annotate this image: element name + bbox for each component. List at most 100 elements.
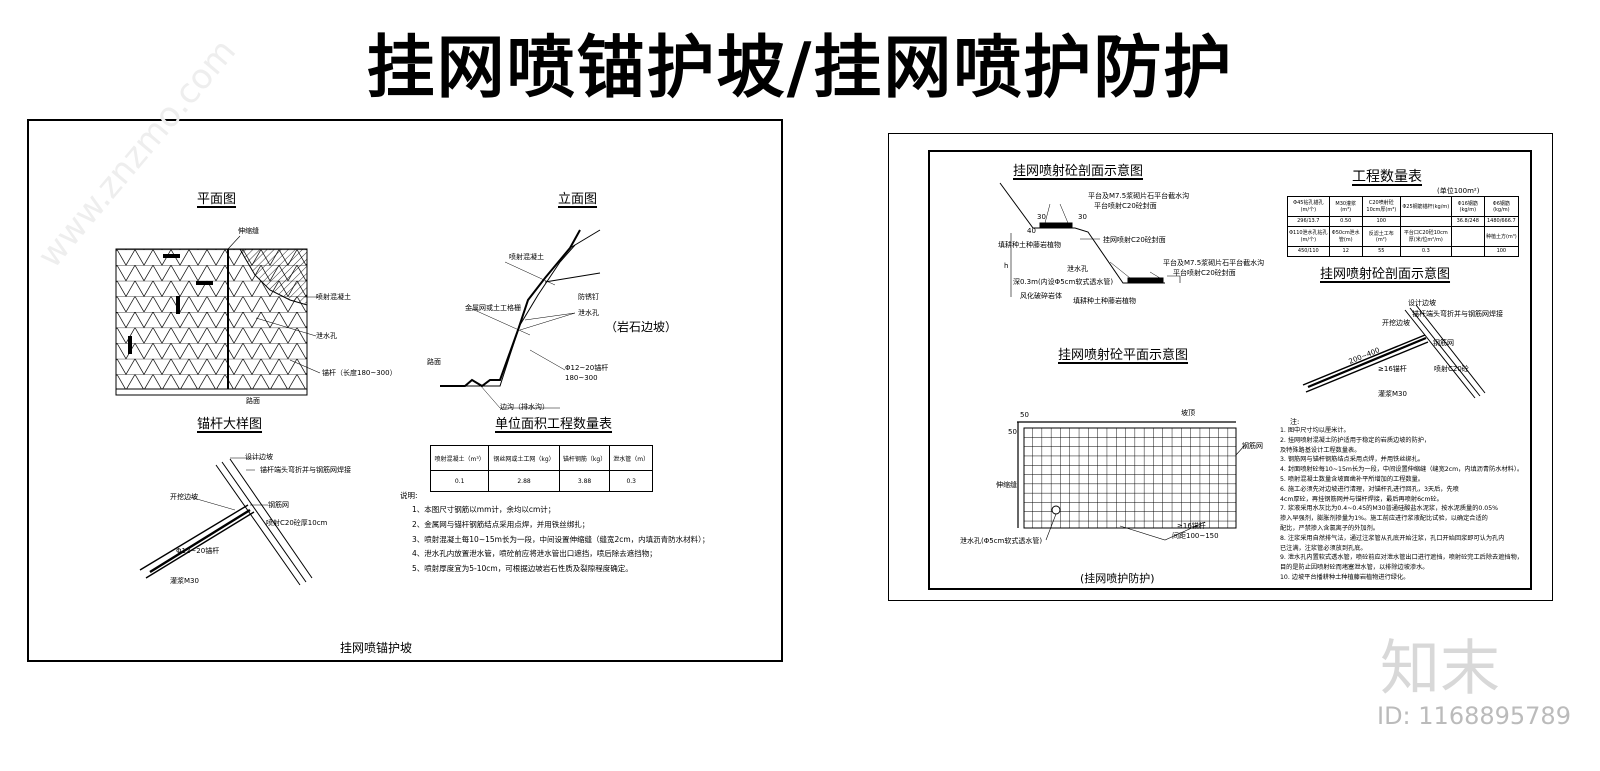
note-item: 目的是防止因喷射砼而堵塞泄水管，以排除边坡渗水。 — [1280, 564, 1429, 572]
left-caption: 挂网喷锚护坡 — [340, 641, 413, 655]
table-cell: 36.8/248 — [1450, 215, 1485, 228]
section-label-seal1: 平台喷射C20砼封面 — [1094, 202, 1157, 210]
anchor-label-bend: 锚杆端头弯折并与钢筋网焊接 — [260, 466, 351, 474]
elev-label-shotcrete: 喷射混凝土 — [509, 253, 544, 261]
elev-label-drain: 泄水孔 — [578, 309, 599, 317]
watermark-logo: 知末 — [1380, 634, 1500, 704]
elev-label-mesh: 金属网或土工格栅 — [465, 304, 521, 312]
table-cell: 450/110 — [1287, 245, 1330, 258]
left-notes-title: 说明: — [400, 491, 418, 500]
table-cell: Φ110泄水孔钻孔(m/个) — [1287, 225, 1330, 247]
unit-quantity-table-title: 单位面积工程数量表 — [495, 417, 613, 432]
note-item: 及特殊路基设计工程数量表。 — [1280, 446, 1361, 454]
anchor-detail-right-drawing — [1302, 304, 1486, 399]
table-cell: Φ50cm泄水管(m) — [1328, 225, 1363, 247]
table-cell: 55 — [1361, 245, 1401, 258]
note-item: 1. 图中尺寸均以厘米计。 — [1280, 427, 1350, 434]
note-item: 1、本图尺寸钢筋以mm计，余均以cm计； — [412, 505, 556, 514]
note-item: 2. 挂网喷射混凝土防护适用于稳定的岩质边坡的防护， — [1280, 436, 1431, 444]
table-header-cell: 锚杆钢筋（kg） — [558, 444, 611, 472]
plan-label-joint: 伸缩缝 — [238, 227, 259, 235]
plan-label-road: 路面 — [246, 397, 260, 405]
plan-label-shotcrete: 喷射混凝土 — [316, 293, 351, 301]
unit-quantity-table: 喷射混凝土（m³） 钢丝网或土工网（kg） 锚杆钢筋（kg） 泄水管（m） 0.… — [429, 444, 653, 492]
dim-50b: 50 — [1008, 428, 1017, 436]
note-item: 5. 喷射混凝土数量含坡面凿补平所增加的工程数量。 — [1280, 475, 1424, 483]
table-cell: 种植土方(m³) — [1483, 225, 1520, 247]
plan-schematic-title: 挂网喷射砼平面示意图 — [1058, 348, 1189, 363]
section-title: 挂网喷射砼剖面示意图 — [1013, 164, 1144, 179]
dim-30b: 30 — [1078, 213, 1087, 221]
anchor-label-design-slope: 设计边坡 — [245, 453, 273, 461]
plan-view-title: 平面图 — [197, 192, 237, 207]
watermark-id: ID: 1168895789 — [1377, 702, 1571, 730]
grid-label-drain: 泄水孔(Φ5cm软式透水管) — [960, 537, 1043, 545]
table-cell — [1399, 215, 1452, 228]
dim-40: 40 — [1027, 227, 1036, 235]
detail-label-mesh: 钢筋网 — [1433, 339, 1454, 347]
note-item: 8. 注浆采用自然排气法，通过注浆管从孔底开始注浆，孔口开始回浆即可认为孔内 — [1280, 534, 1505, 542]
grid-label-mesh: 钢筋网 — [1242, 442, 1263, 450]
grid-plan-drawing — [1017, 421, 1246, 541]
detail-label-design: 设计边坡 — [1408, 299, 1436, 307]
grid-label-joint: 伸缩缝 — [996, 481, 1017, 489]
anchor-label-spray: 喷射C20砼厚10cm — [266, 519, 328, 527]
table-cell: 0.3 — [1399, 245, 1452, 258]
note-item: 10. 边坡平台播耕种土种植藤岩植物进行绿化。 — [1280, 573, 1410, 581]
note-item: 4cm厚砼，再挂钢筋网并与锚杆焊接，最后再喷射6cm砼。 — [1280, 495, 1443, 503]
elev-label-anchor: Φ12~20锚杆 — [565, 364, 609, 372]
elevation-drawing — [440, 229, 601, 409]
note-item: 4、泄水孔内放置泄水管，喷砼前应将泄水管出口遮挡，喷后除去遮挡物； — [412, 549, 657, 559]
section-label-plant1: 填耕种土种藤岩植物 — [998, 241, 1061, 249]
rock-slope-label: （岩石边坡） — [605, 320, 678, 334]
table-row: Φ45钻孔锚孔(m/个)M30灌浆(m³)C20喷射砼10cm厚(m³)Φ25钢… — [1287, 196, 1520, 217]
quantity-table-title: 工程数量表 — [1352, 169, 1422, 185]
table-cell: 2.88 — [488, 470, 560, 492]
note-item: 3、喷射混凝土每10~15m长为一段，中间设置伸缩缝（缝宽2cm，内填沥青防水材… — [412, 534, 710, 544]
section-label-platform1: 平台及M7.5浆砌片石平台截水沟 — [1088, 192, 1190, 200]
plan-label-drain: 泄水孔 — [316, 332, 337, 340]
note-item: 配比，严禁掺入含氯离子的外加剂。 — [1280, 524, 1379, 532]
note-item: 9. 泄水孔内置软式透水管，喷砼前应对泄水管出口进行遮挡，喷射砼完工后除去遮挡物… — [1280, 554, 1523, 562]
table-header-cell: 泄水管（m） — [609, 444, 653, 472]
elevation-title: 立面图 — [558, 192, 598, 207]
table-cell: 0.3 — [609, 470, 653, 492]
table-cell: 100 — [1361, 215, 1401, 228]
note-item: 7. 浆液采用水灰比为0.4~0.45的M30普通硅酸盐水泥浆，按水泥质量的0.… — [1280, 505, 1499, 513]
table-cell: 反滤土工布(m²) — [1361, 225, 1401, 247]
note-item: 3. 钢筋网与锚杆钢筋结点采用点焊，并用铁丝绑扎。 — [1280, 456, 1424, 464]
right-notes-title: 注: — [1290, 418, 1300, 426]
quantity-unit: (单位100m²) — [1437, 187, 1480, 195]
table-cell: 平台口C20砼10cm厚(米/位m²/m) — [1399, 225, 1452, 247]
section-label-drain: 泄水孔 — [1067, 265, 1088, 273]
elev-label-anchor-length: 180~300 — [565, 374, 598, 382]
anchor-detail-drawing — [139, 457, 313, 586]
anchor-label-excavation: 开挖边坡 — [170, 493, 198, 501]
table-cell: 0.50 — [1328, 215, 1363, 228]
anchor-label-rod: Φ12~20锚杆 — [176, 547, 220, 555]
left-drawing-frame — [27, 119, 783, 662]
table-cell: 3.88 — [558, 470, 611, 492]
table-cell: Φ45钻孔锚孔(m/个) — [1287, 196, 1330, 217]
right-drawing-frame-inner — [928, 150, 1532, 590]
note-item: 已注满，注浆管必须放到孔底。 — [1280, 544, 1367, 552]
table-cell: 1480/666.7 — [1483, 215, 1520, 228]
dim-30a: 30 — [1037, 213, 1046, 221]
dim-h: h — [1004, 262, 1009, 270]
anchor-label-grout: 灌浆M30 — [170, 577, 199, 585]
note-item: 2、金属网与锚杆钢筋结点采用点焊，并用铁丝绑扎； — [412, 519, 590, 529]
section-label-depth: 深0.3m(内设Φ5cm软式透水管) — [1013, 278, 1114, 286]
elev-label-ditch: 边沟（排水沟） — [500, 403, 549, 411]
right-caption: (挂网喷护防护) — [1080, 572, 1155, 585]
dim-50a: 50 — [1020, 411, 1029, 419]
note-item: 6. 施工必须先对边坡进行清理，对锚杆孔进行回孔，3天后，先喷 — [1280, 485, 1459, 493]
table-cell — [1450, 245, 1485, 258]
table-cell: 0.1 — [429, 470, 490, 492]
anchor-detail-title: 锚杆大样图 — [197, 417, 263, 432]
section-label-mesh-seal: 挂网喷射C20砼封面 — [1103, 236, 1166, 244]
table-cell — [1450, 225, 1485, 247]
table-cell: 296/13.7 — [1287, 215, 1330, 228]
left-notes: 1、本图尺寸钢筋以mm计，余均以cm计； 2、金属网与锚杆钢筋结点采用点焊，并用… — [412, 503, 709, 577]
